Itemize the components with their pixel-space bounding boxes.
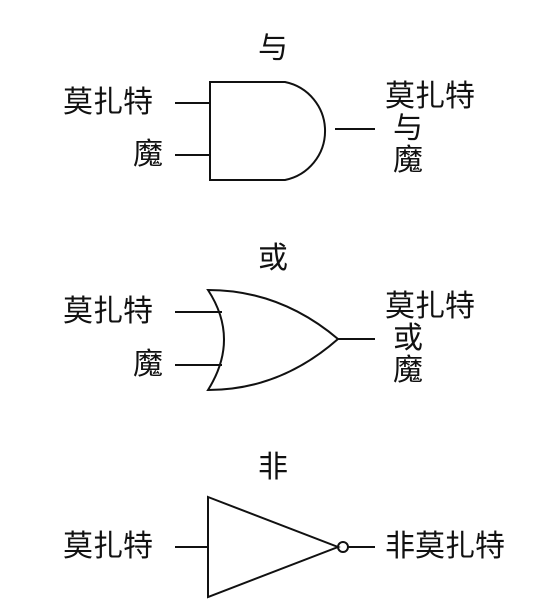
not-gate-symbol [175, 495, 375, 599]
not-output-label: 非莫扎特 [385, 529, 505, 564]
and-input-b-label: 魔 [133, 137, 163, 172]
and-input-a-label: 莫扎特 [63, 85, 153, 120]
or-input-b-label: 魔 [133, 347, 163, 382]
and-output-line-2: 与 [393, 111, 423, 146]
or-gate-symbol [175, 288, 375, 392]
and-gate-body [209, 81, 327, 181]
not-gate-body [207, 495, 341, 599]
or-output-line-1: 莫扎特 [385, 289, 475, 324]
not-input-label: 莫扎特 [63, 529, 153, 564]
and-gate-title: 与 [258, 31, 288, 66]
and-output-line-1: 莫扎特 [385, 79, 475, 114]
and-gate-symbol [175, 81, 375, 181]
or-output-label: 莫扎特 或 魔 [385, 292, 475, 388]
or-gate-title: 或 [258, 241, 288, 276]
or-output-line-3: 魔 [393, 353, 423, 388]
and-output-label: 莫扎特 与 魔 [385, 82, 475, 178]
or-gate-body [206, 288, 340, 392]
not-gate-title: 非 [258, 450, 288, 485]
or-input-a-label: 莫扎特 [63, 294, 153, 329]
and-output-line-3: 魔 [393, 143, 423, 178]
or-output-line-2: 或 [393, 321, 423, 356]
